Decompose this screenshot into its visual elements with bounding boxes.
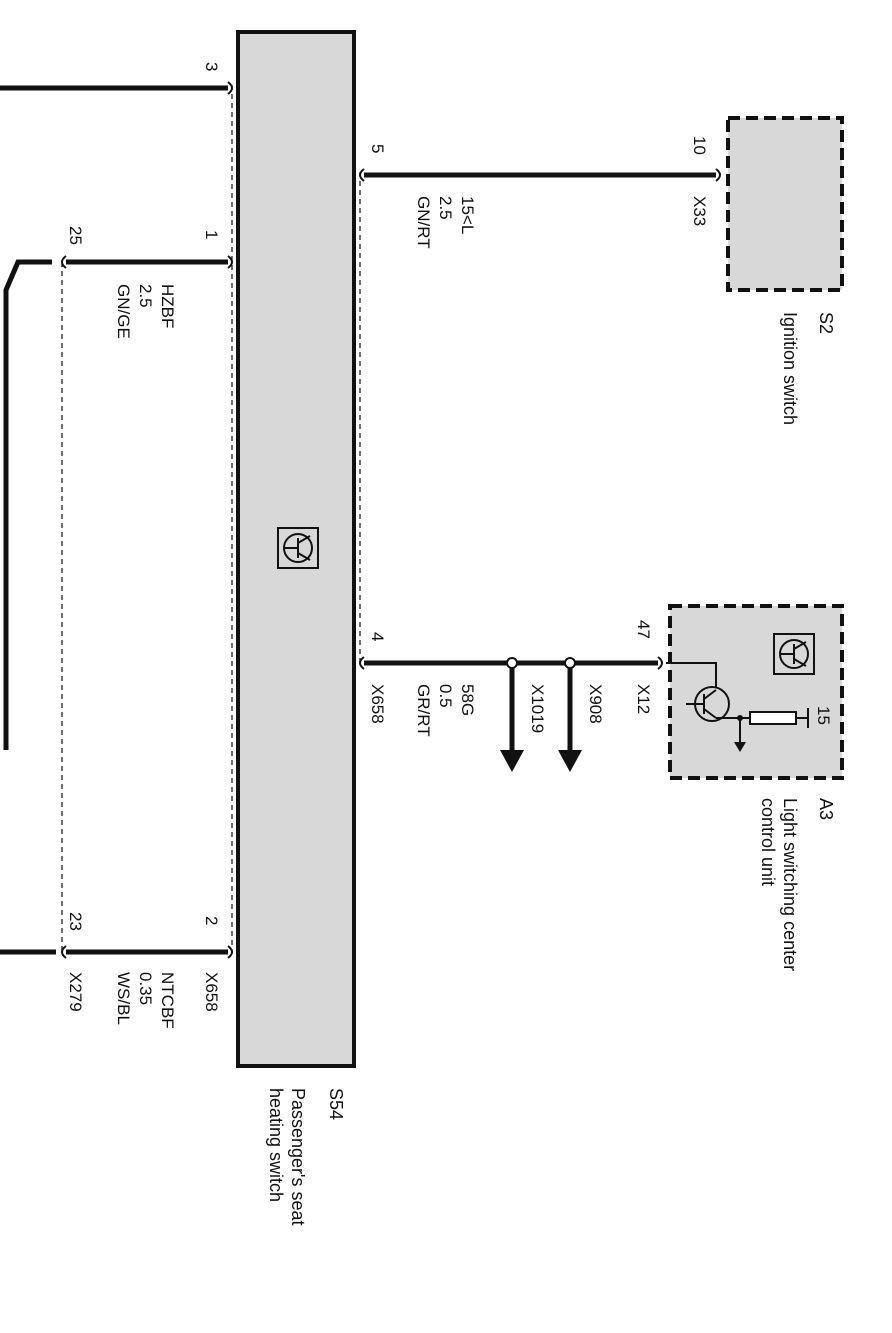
wire-58g-gauge: 0.5	[436, 684, 455, 708]
s54-electronic-symbol-icon	[277, 527, 319, 569]
a3-electronic-symbol-icon	[773, 633, 815, 675]
a3-transistor-icon	[666, 662, 809, 752]
wire-15l-color: GN/RT	[414, 196, 433, 249]
s2-component-box[interactable]	[726, 116, 844, 292]
wire-ntcbf-color: WS/BL	[114, 972, 133, 1025]
wire-15l-signal: 15<L	[458, 196, 477, 234]
pin-label-s54-3: 3	[202, 62, 221, 71]
s2-id: S2	[816, 312, 836, 334]
pin-label-s54-2: 2	[202, 916, 221, 925]
wire-hzbf-signal: HZBF	[158, 284, 177, 328]
pin-label-s54-4: 4	[368, 632, 387, 641]
s2-name: Ignition switch	[780, 312, 800, 425]
pin-label-x-25: 25	[66, 226, 85, 245]
connector-x658-pin4: X658	[368, 684, 387, 724]
wire-hzbf-external[interactable]	[3, 259, 52, 750]
wire-ntcbf-gauge: 0.35	[136, 972, 155, 1005]
pin-label-s2-10: 10	[690, 136, 709, 155]
wire-15l-gauge: 2.5	[436, 196, 455, 220]
s54-id: S54	[326, 1088, 346, 1120]
a3-name-line1: Light switching center	[780, 798, 800, 971]
x1019-arrow-icon	[500, 750, 524, 772]
connector-x33: X33	[690, 196, 709, 226]
connector-x279: X279	[66, 972, 85, 1012]
s54-name-line1: Passenger's seat	[288, 1088, 308, 1226]
s54-name-line2: heating switch	[266, 1088, 286, 1202]
a3-id: A3	[816, 798, 836, 820]
wire-58g-color: GR/RT	[414, 684, 433, 737]
a3-name-line2: control unit	[758, 798, 778, 886]
a3-component-box[interactable]	[668, 604, 844, 780]
connector-x658-pin2: X658	[202, 972, 221, 1012]
wire-58g-signal: 58G	[458, 684, 477, 716]
wire-hzbf-color: GN/GE	[114, 284, 133, 339]
pin-label-s54-1: 1	[202, 230, 221, 239]
wire-hzbf-gauge: 2.5	[136, 284, 155, 308]
pin-label-s54-5: 5	[368, 144, 387, 153]
pin-label-a3-47: 47	[634, 620, 653, 639]
pin-3-terminal	[227, 81, 233, 95]
connector-x908: X908	[586, 684, 605, 724]
x908-arrow-icon	[558, 750, 582, 772]
connector-x12: X12	[634, 684, 653, 714]
connector-x1019: X1019	[528, 684, 547, 733]
a3-internal-pin: 15	[814, 706, 833, 725]
wire-ntcbf-signal: NTCBF	[158, 972, 177, 1029]
pin-label-x-23: 23	[66, 912, 85, 931]
